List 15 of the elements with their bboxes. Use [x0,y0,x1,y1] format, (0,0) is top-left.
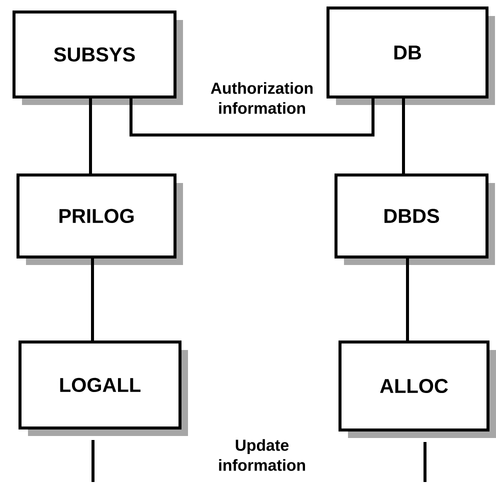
connector-line [406,258,409,340]
process-box: PRILOG [16,174,183,265]
connector-line [89,98,92,174]
connector-line [130,98,374,136]
process-box: LOGALL [18,340,188,436]
process-box: DBDS [334,174,495,265]
text-label: Update information [219,439,305,471]
connector-line [424,442,426,482]
connector-line [91,258,94,340]
connector-line [402,98,405,174]
process-box: SUBSYS [12,10,183,105]
process-box: ALLOC [338,340,496,438]
process-box: DB [326,6,495,105]
connector-line [92,440,94,482]
edge-label: Authorization information [206,81,318,115]
